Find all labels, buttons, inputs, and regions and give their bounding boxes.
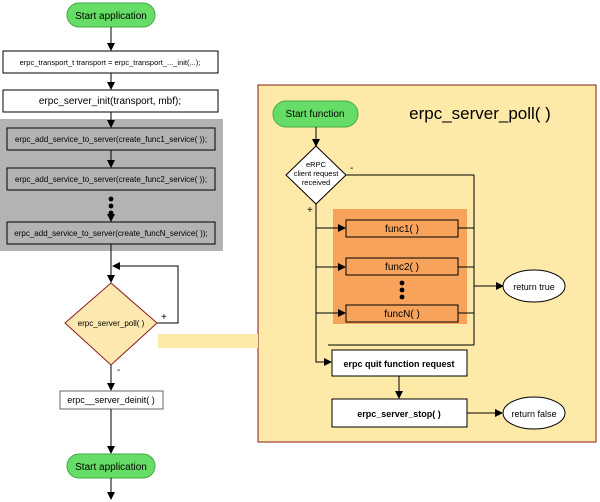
- request-decision-line-1: eRPC: [306, 160, 327, 169]
- start-function-label: Start function: [286, 109, 345, 120]
- end-application-label: Start application: [75, 462, 147, 473]
- server-stop-box: [331, 398, 468, 428]
- highlight-band: [158, 334, 258, 348]
- request-plus-label: +: [307, 205, 313, 216]
- quit-request-label: erpc quit function request: [343, 359, 454, 369]
- func-n-label: funcN( ): [384, 309, 420, 320]
- server-stop-label: erpc_server_stop( ): [357, 409, 441, 419]
- deinit-label: erpc__server_deinit( ): [67, 395, 155, 405]
- request-decision-line-2: client request: [294, 169, 340, 178]
- poll-loop-line: [112, 262, 179, 324]
- service-n-label: erpc_add_service_to_server(create_funcN_…: [14, 229, 207, 238]
- start-application-label: Start application: [75, 11, 147, 22]
- return-true-node: [502, 269, 566, 303]
- request-minus-label: -: [350, 163, 353, 174]
- service-2-box: [6, 167, 216, 191]
- func-2-label: func2( ): [385, 262, 419, 273]
- request-decision-line-3: received: [302, 178, 330, 187]
- quit-request-box: [331, 349, 468, 377]
- return-false-node: [502, 396, 566, 430]
- poll-decision-label: erpc_server_poll( ): [78, 319, 145, 328]
- minus-branch-line: [328, 174, 475, 346]
- transport-init-label: erpc_transport_t transport = erpc_transp…: [20, 58, 201, 67]
- return-true-label: return true: [513, 282, 555, 292]
- server-init-label: erpc_server_init(transport, mbf);: [39, 96, 181, 107]
- poll-minus-label: -: [117, 365, 120, 376]
- return-false-label: return false: [511, 409, 556, 419]
- service-1-label: erpc_add_service_to_server(create_func1_…: [15, 135, 207, 144]
- func-1-label: func1( ): [385, 224, 419, 235]
- poll-plus-label: +: [161, 312, 167, 323]
- plus-branch-line: [315, 204, 332, 366]
- service-2-label: erpc_add_service_to_server(create_func2_…: [15, 175, 207, 184]
- poll-panel-title: erpc_server_poll( ): [409, 104, 551, 123]
- service-ellipsis: [108, 196, 114, 216]
- func-ellipsis: [399, 280, 405, 300]
